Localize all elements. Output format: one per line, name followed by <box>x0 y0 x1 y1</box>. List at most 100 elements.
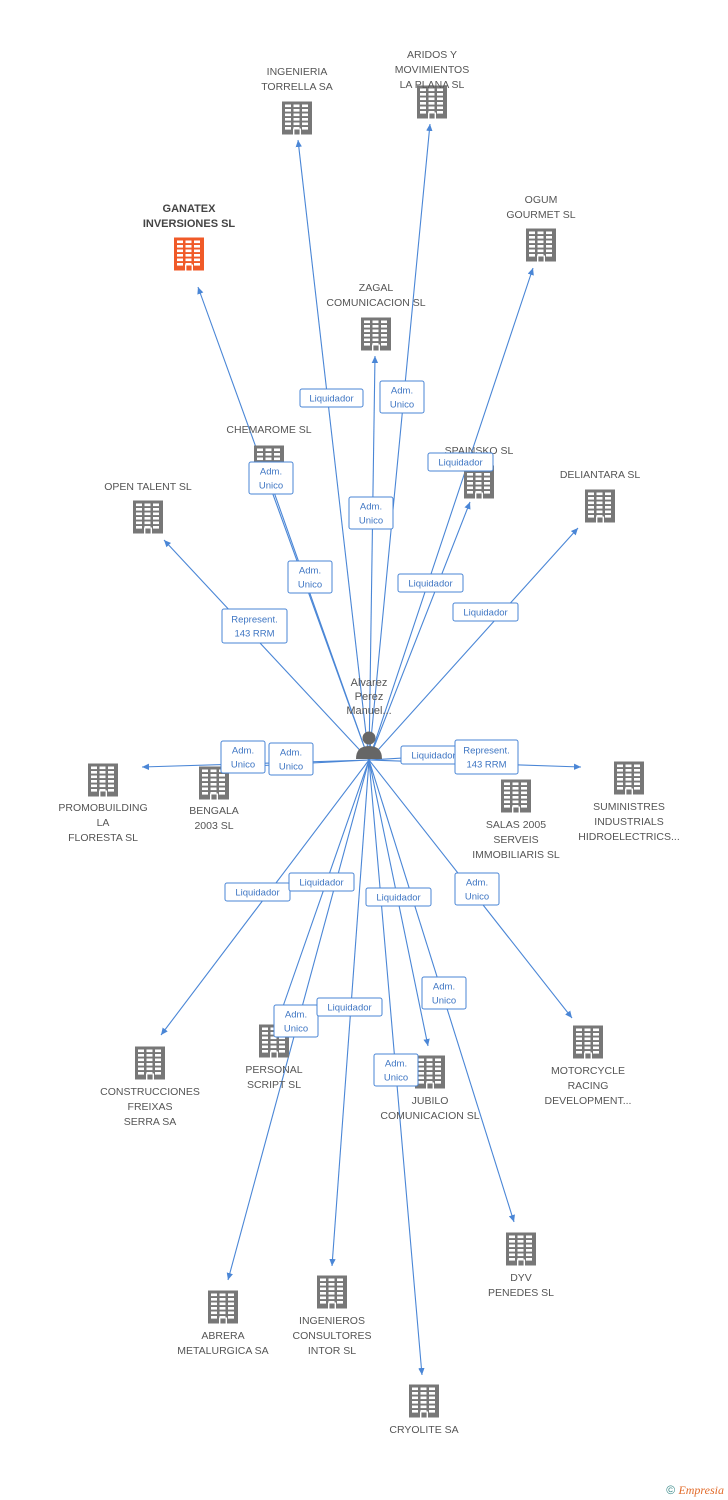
company-label: INGENIERIA <box>267 66 328 78</box>
building-icon <box>506 1232 536 1266</box>
company-node-motorcycle[interactable]: MOTORCYCLERACINGDEVELOPMENT... <box>545 1025 632 1108</box>
edge-label-aridos[interactable]: Adm. Unico <box>379 380 425 414</box>
edge-label-chemarome[interactable]: Adm.Unico <box>287 560 333 594</box>
edge-label-text: Adm. <box>433 982 455 993</box>
edge-label-text: Liquidador <box>376 893 420 904</box>
edge-label-dyv[interactable]: Adm.Unico <box>421 976 467 1010</box>
building-icon <box>88 763 118 797</box>
edge-label-deliantara[interactable]: Liquidador <box>452 602 519 622</box>
company-label: INDUSTRIALS <box>594 816 663 828</box>
edge-line-ingenieria <box>295 139 370 761</box>
person-name: Manuel... <box>346 705 391 717</box>
footer-credit: © Empresia <box>666 1483 724 1498</box>
edge-label-text: Adm. <box>285 1010 307 1021</box>
edge-label-open_talent[interactable]: Represent.143 RRM <box>221 608 288 644</box>
company-label: HIDROELECTRICS... <box>578 831 680 843</box>
company-label: ARIDOS Y <box>407 49 457 61</box>
building-icon <box>501 779 531 813</box>
company-label: DEVELOPMENT... <box>545 1095 632 1107</box>
edge-label-text: Liquidador <box>327 1003 371 1014</box>
edge-label-spainsko[interactable]: Liquidador <box>397 573 464 593</box>
company-node-aridos[interactable]: ARIDOS Y MOVIMIENTOS LA PLANA SL <box>395 49 469 119</box>
company-node-bengala[interactable]: BENGALA 2003 SL <box>189 766 239 833</box>
edge-label-bengala[interactable]: Adm.Unico <box>268 742 314 776</box>
edge-label-jubilo[interactable]: Liquidador <box>365 887 432 907</box>
edge-label-text: Unico <box>298 580 322 591</box>
company-label: BENGALA <box>189 805 239 817</box>
edge-line-deliantara <box>368 527 579 761</box>
company-node-dyv[interactable]: DYV PENEDES SL <box>488 1232 554 1300</box>
company-label: CHEMAROME SL <box>226 424 311 436</box>
edge-label-text: Liquidador <box>438 458 482 469</box>
person-node[interactable]: AlvarezPerezManuel... <box>346 677 392 759</box>
company-label: OPEN TALENT SL <box>104 481 192 493</box>
company-label: INTOR SL <box>308 1345 356 1357</box>
company-label: INVERSIONES SL <box>143 218 236 230</box>
edge-line-ogum <box>368 267 534 761</box>
company-label: ZAGAL <box>359 282 394 294</box>
company-label: PENEDES SL <box>488 1287 554 1299</box>
company-label: ABRERA <box>201 1330 244 1342</box>
company-node-open_talent[interactable]: OPEN TALENT SL <box>104 481 192 534</box>
building-icon <box>208 1290 238 1324</box>
edge-label-promobuilding[interactable]: Adm.Unico <box>220 740 266 774</box>
edge-label-ogum[interactable]: Liquidador <box>427 452 494 472</box>
company-node-suministres[interactable]: SUMINISTRESINDUSTRIALSHIDROELECTRICS... <box>578 761 680 844</box>
building-icon <box>409 1384 439 1418</box>
copyright-icon: © <box>666 1483 676 1497</box>
edge-label-abrera[interactable]: Liquidador <box>288 872 355 892</box>
company-label: 2003 SL <box>194 820 233 832</box>
edge-label-personal[interactable]: Adm.Unico <box>273 1004 319 1038</box>
edge-label-box <box>454 872 500 906</box>
company-node-zagal[interactable]: ZAGAL COMUNICACION SL <box>326 282 426 351</box>
brand-logo[interactable]: Empresia <box>678 1483 724 1497</box>
edge-label-ganatex[interactable]: Adm.Unico <box>248 461 294 495</box>
company-label: DELIANTARA SL <box>560 469 640 481</box>
edge-line-chemarome <box>268 477 370 761</box>
company-node-cryolite[interactable]: CRYOLITE SA <box>389 1384 459 1437</box>
edge-label-zagal[interactable]: Adm.Unico <box>348 496 394 530</box>
company-label: FLORESTA SL <box>68 832 138 844</box>
company-label: PERSONAL <box>245 1064 302 1076</box>
company-label: RACING <box>568 1080 609 1092</box>
edge-label-box <box>397 573 464 593</box>
edge-label-box <box>452 602 519 622</box>
edge-label-construcciones[interactable]: Liquidador <box>224 882 291 902</box>
edge-label-ingenieros[interactable]: Liquidador <box>316 997 383 1017</box>
company-label: SERVEIS <box>493 834 538 846</box>
edge-label-text: Liquidador <box>235 888 279 899</box>
edge-line-aridos <box>368 123 433 761</box>
company-label: LA <box>97 817 110 829</box>
company-label: CONSTRUCCIONES <box>100 1086 200 1098</box>
edge-label-box <box>220 740 266 774</box>
edge-label-text: Adm. <box>391 386 413 397</box>
edge-line-spainsko <box>368 501 471 761</box>
company-label: MOVIMIENTOS <box>395 64 469 76</box>
building-icon <box>135 1046 165 1080</box>
edge-label-box <box>299 388 364 408</box>
company-label: SCRIPT SL <box>247 1079 301 1091</box>
edge-label-cryolite[interactable]: Adm.Unico <box>373 1053 419 1087</box>
company-node-personal[interactable]: PERSONAL SCRIPT SL <box>245 1024 303 1092</box>
company-label: DYV <box>510 1272 532 1284</box>
edge-label-ingenieria[interactable]: Liquidador <box>299 388 364 408</box>
company-label: COMUNICACION SL <box>326 297 425 309</box>
edge-label-motorcycle[interactable]: Adm.Unico <box>454 872 500 906</box>
person-icon <box>356 731 382 759</box>
edge-label-text: Adm. <box>385 1059 407 1070</box>
edge-label-suministres[interactable]: Represent.143 RRM <box>454 739 519 775</box>
company-label: LA PLANA SL <box>400 79 465 91</box>
edge-label-text: Unico <box>390 400 414 411</box>
edge-label-text: Unico <box>279 762 303 773</box>
company-node-deliantara[interactable]: DELIANTARA SL <box>560 469 640 523</box>
